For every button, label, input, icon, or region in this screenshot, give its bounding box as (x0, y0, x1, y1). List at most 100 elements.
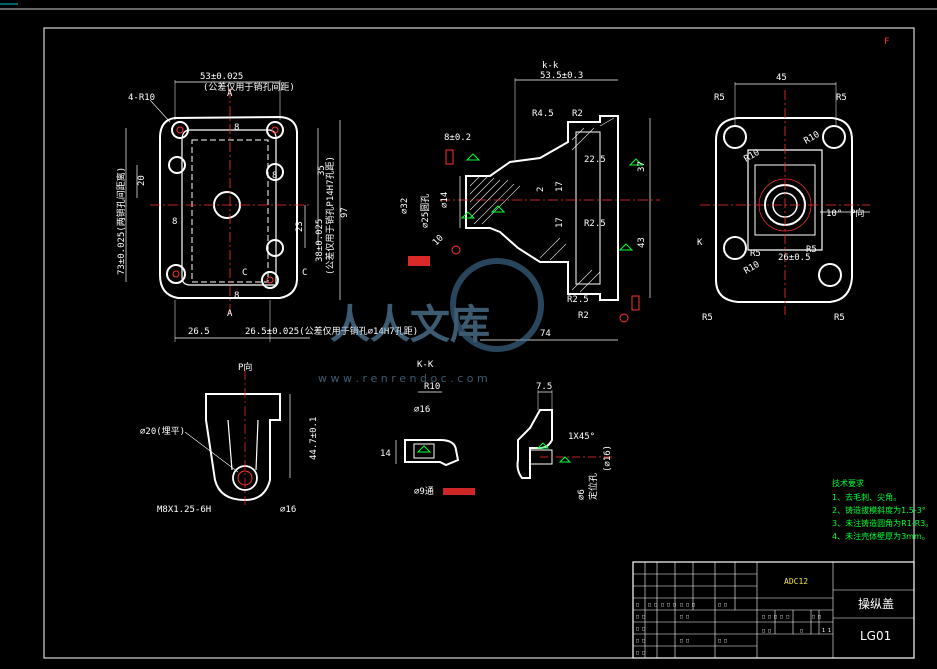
dim-h97: 97 (340, 207, 350, 218)
dim-angle: 10° (826, 209, 842, 219)
tech-item-2: 2、铸造拔模斜度为1.5-3° (832, 505, 926, 515)
watermark-text: 人人文库 (330, 302, 490, 348)
dim-k-d9: ⌀9通 (414, 486, 434, 497)
side-section-view: k-k 53.5±0.3 R4.5 R2 8±0.2 22.5 37 ⌀32 ⌀… (400, 61, 660, 341)
dim-r25a: R2.5 (584, 219, 606, 229)
dim-8-bottom: 8 (234, 291, 239, 301)
svg-text:□ □: □ □ (636, 638, 645, 644)
dim-r2a: R2 (572, 109, 583, 119)
dim-74: 74 (540, 329, 551, 339)
dim-r5-inner2: R5 (750, 249, 761, 259)
dim-k-d16: ⌀16 (414, 405, 430, 415)
svg-text:□ □: □ □ (636, 650, 645, 656)
dim-h38: 38±0.025 (315, 219, 325, 262)
k-view: K-K R10 ⌀16 14 ⌀9通 (380, 360, 475, 497)
detail-note: 定位孔 (587, 473, 599, 500)
dim-r5-tr: R5 (836, 93, 847, 103)
svg-text:□ □ □: □ □ □ (680, 602, 695, 608)
tech-item-4: 4、未注壳体壁厚为3mm。 (832, 531, 930, 541)
svg-text:□ □: □ □ (636, 626, 645, 632)
dim-h38-note: (公差仅用于销孔P14H7孔距) (324, 156, 336, 275)
mark-a-top: A (227, 89, 233, 99)
dim-detail-d6: ⌀6 (577, 489, 587, 500)
detail-view: 7.5 1X45° (⌀16) ⌀6 定位孔 (516, 382, 613, 500)
svg-text:□: □ (800, 628, 803, 634)
title-block: □ □ □ □ □ □ □ □ □ □ □ □ □ □ □ □ □ □ □ □ □ □ □ □… (632, 561, 915, 659)
svg-text:□ □ □ □ □: □ □ □ □ □ (762, 614, 789, 620)
dim-r10-b: R10 (803, 130, 822, 147)
mark-c-right: C (302, 268, 307, 278)
dim-22-5: 22.5 (584, 155, 606, 165)
tech-item-3: 3、未注铸造圆角为R1-R3。 (832, 518, 933, 528)
svg-text:□ □: □ □ (680, 614, 689, 620)
dim-17a: 17 (555, 181, 565, 192)
dim-h23: 23 (295, 221, 305, 232)
svg-text:□ □: □ □ (718, 638, 727, 644)
mark-c-left: C (242, 268, 247, 278)
p-view-label: P向 (238, 361, 252, 373)
dim-bottom-main: 26.5±0.025(公差仅用于销孔⌀14H7孔距) (245, 325, 418, 337)
tech-item-1: 1、去毛刺、尖角。 (832, 492, 901, 502)
dim-43: 43 (637, 237, 647, 248)
tech-requirements: 技术要求 1、去毛刺、尖角。 2、铸造拔模斜度为1.5-3° 3、未注铸造圆角为… (832, 478, 933, 541)
side-header: k-k (542, 61, 559, 71)
k-mark: K (697, 238, 703, 248)
dim-p-m8: M8X1.25-6H (157, 505, 211, 515)
dim-side-top: 53.5±0.3 (540, 71, 583, 81)
dim-d14: ⌀14 (440, 192, 450, 208)
svg-text:□ □: □ □ (636, 614, 645, 620)
dim-26: 26±0.5 (778, 253, 811, 263)
dim-r25b: R2.5 (567, 295, 589, 305)
p-view: P向 ⌀20(埋平) 44.7±0.1 M8X1.25-6H ⌀16 (140, 361, 319, 515)
title-block-drawing-no: LG01 (860, 629, 891, 643)
dim-d25: ⌀25圆孔 (420, 194, 431, 228)
dim-left-small: 20 (137, 175, 147, 186)
dim-r45: R4.5 (532, 109, 554, 119)
dim-8-top: 8 (234, 123, 239, 133)
watermark: 人人文库 w w w . r e n r e n d o c . c o m (318, 258, 544, 385)
dim-10: 10 (431, 233, 446, 248)
svg-text:□ □: □ □ (680, 638, 689, 644)
dim-left-height: 73±0.025(两销孔间距离) (115, 167, 127, 275)
svg-text:□: □ (636, 602, 639, 608)
dim-17b: 17 (555, 217, 565, 228)
watermark-url: w w w . r e n r e n d o c . c o m (318, 372, 488, 385)
dim-r2b: R2 (578, 311, 589, 321)
dim-r5-bl: R5 (702, 313, 713, 323)
front-view: 53±0.025 (公差仅用于销孔间距) 4-R10 73±0.025(两销孔间… (115, 72, 418, 342)
tech-title: 技术要求 (832, 478, 864, 488)
svg-text:□ □ □: □ □ □ (661, 602, 676, 608)
dim-bottom-left: 26.5 (188, 327, 210, 337)
dim-r5-tl: R5 (714, 93, 725, 103)
svg-text:1 1: 1 1 (822, 628, 831, 634)
svg-text:□ □: □ □ (762, 628, 771, 634)
p-direction-label: P向 (850, 207, 864, 219)
dim-37: 37 (637, 161, 647, 172)
dim-top-width: 53±0.025 (200, 72, 243, 82)
dim-r-holes: 4-R10 (128, 93, 155, 103)
dim-p-h44: 44.7±0.1 (309, 417, 319, 460)
dim-k-14: 14 (380, 449, 391, 459)
dim-p-d20: ⌀20(埋平) (140, 426, 185, 437)
title-block-material: ADC12 (784, 577, 808, 586)
dim-detail-chamfer: 1X45° (568, 432, 595, 442)
drawing-border (43, 27, 915, 659)
dim-detail-d16: (⌀16) (603, 445, 613, 472)
dim-r10-c: R10 (743, 260, 762, 277)
dim-top-note: (公差仅用于销孔间距) (203, 81, 295, 93)
right-view: 45 R5 R5 R5 R5 R5 R5 R10 R10 R10 10° P向 … (697, 73, 870, 323)
dim-8-right: 8 (272, 171, 277, 181)
dim-d32: ⌀32 (400, 198, 410, 214)
dim-k-r10: R10 (424, 382, 440, 392)
dim-2: 2 (536, 187, 546, 192)
dim-8: 8±0.2 (444, 133, 471, 143)
dim-r5-br: R5 (834, 313, 845, 323)
dim-45: 45 (776, 73, 787, 83)
k-view-label: K-K (417, 360, 434, 370)
mark-a-bottom: A (227, 309, 233, 319)
title-block-part-name: 操纵盖 (858, 596, 894, 611)
svg-text:□ □: □ □ (718, 602, 727, 608)
dim-8-left: 8 (172, 217, 177, 227)
